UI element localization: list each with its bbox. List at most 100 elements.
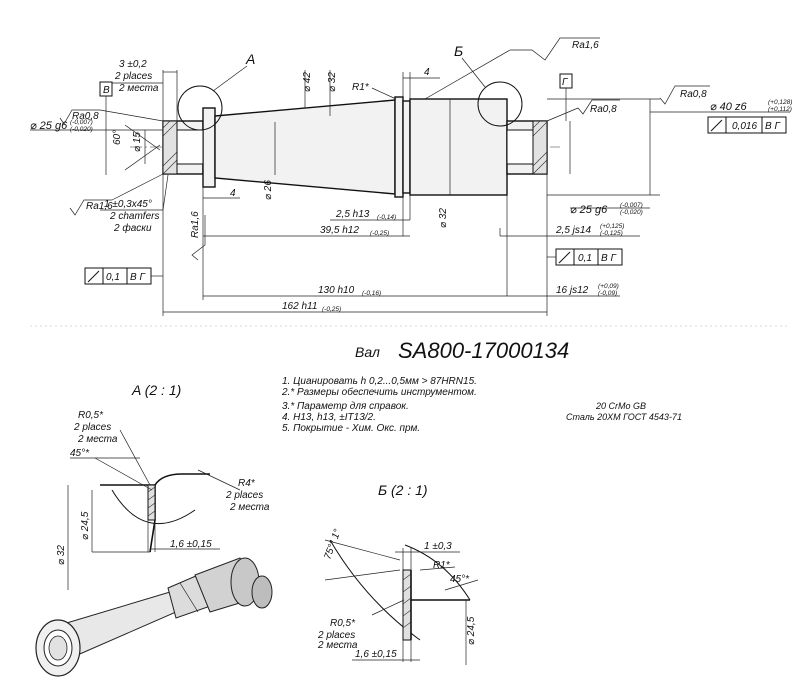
dim-d40-tol-lo: (+0,112)	[768, 106, 792, 113]
dim-d25-right: ⌀ 25 g6	[570, 204, 608, 216]
svg-text:Ra1,6: Ra1,6	[190, 211, 201, 238]
roughness-far-right: Ra0,8	[659, 85, 710, 105]
detail-a-r05-en: 2 places	[73, 422, 111, 433]
right-bore-section	[506, 120, 548, 175]
dim-r1: R1*	[352, 82, 370, 93]
detail-label-a: A	[245, 51, 255, 67]
roughness-left-bottom: Ra1,6	[69, 173, 164, 216]
dim-d42: ⌀ 42	[302, 72, 313, 92]
detail-a-r05: R0,5*	[78, 410, 104, 421]
dim-130-tol: (-0,16)	[362, 290, 381, 297]
detail-a-r4-ru: 2 места	[229, 502, 270, 513]
datum-g: Г	[562, 77, 569, 88]
datum-b-left: В	[103, 85, 110, 96]
svg-text:Ra0,8: Ra0,8	[590, 104, 617, 115]
detail-b-r05-en: 2 places	[317, 630, 355, 641]
dim-16-tol-lo: (-0,09)	[598, 290, 617, 297]
dim-d40: ⌀ 40 z6	[710, 101, 747, 113]
note-1: 1. Цианировать h 0,2...0,5мм > 87HRN15.	[282, 376, 477, 387]
dim-60: 60°	[112, 130, 123, 145]
dim-395-tol: (-0,25)	[370, 230, 389, 237]
chamfer-ru: 2 фаски	[113, 222, 152, 234]
note-2: 2.* Размеры обеспечить инструментом.	[281, 386, 477, 398]
svg-text:В Г: В Г	[601, 253, 617, 264]
isometric-shaft	[35, 557, 273, 677]
detail-a-d245: ⌀ 24,5	[80, 511, 91, 540]
runout-frame-left: 0,1 В Г	[84, 267, 163, 285]
material-line-2: Сталь 20ХМ ГОСТ 4543-71	[566, 412, 682, 422]
title-block: Вал SA800-17000134	[355, 338, 569, 363]
detail-a: A (2 : 1) R0,5* 2 places 2 места 45°* R4…	[56, 382, 270, 590]
detail-a-len: 1,6 ±0,15	[170, 539, 212, 550]
shaft-body	[162, 96, 548, 198]
dim-162-tol: (-0,25)	[322, 306, 341, 313]
dim-395: 39,5 h12	[320, 225, 359, 236]
dim-3-places-en: 2 places	[114, 71, 152, 82]
note-4: 4. H13, h13, ±IT13/2.	[282, 412, 376, 423]
detail-a-angle: 45°*	[70, 448, 90, 459]
detail-b-r1: R1*	[433, 560, 451, 571]
detail-label-b: Б	[454, 43, 463, 59]
dim-16-tol-up: (+0,09)	[598, 283, 619, 290]
note-5: 5. Покрытие - Хим. Окс. прм.	[282, 423, 420, 434]
svg-text:В Г: В Г	[130, 272, 146, 283]
part-number: SA800-17000134	[398, 338, 569, 363]
detail-b-title: Б (2 : 1)	[378, 482, 428, 498]
detail-b-len: 1,6 ±0,15	[355, 649, 397, 660]
svg-text:0,016: 0,016	[732, 121, 757, 132]
note-3: 3.* Параметр для справок.	[282, 401, 409, 412]
dim-25js14-tol-lo: (-0,125)	[600, 230, 623, 237]
roughness-left-top: Ra0,8	[59, 109, 164, 125]
detail-circle-b	[477, 81, 523, 127]
dim-4-top: 4	[424, 67, 430, 78]
dim-25js14-tol-up: (+0,125)	[600, 223, 624, 230]
dim-25h13-tol: (-0,14)	[377, 214, 396, 221]
chamfer-en: 2 chamfers	[109, 211, 159, 222]
title-prefix: Вал	[355, 344, 380, 360]
detail-a-r4-en: 2 places	[225, 490, 263, 501]
svg-text:Ra1,6: Ra1,6	[86, 201, 113, 212]
dim-d25-left-tol-up: (-0,007)	[70, 119, 93, 126]
chamfer: 1 ±0,3x45°	[104, 199, 152, 210]
dim-d25-left: ⌀ 25 g6	[30, 120, 68, 132]
detail-a-title: A (2 : 1)	[131, 382, 181, 398]
dim-d26: ⌀ 26	[263, 180, 274, 200]
dim-162: 162 h11	[282, 301, 317, 312]
dim-4-low: 4	[230, 188, 236, 199]
dim-d32-mid: ⌀ 32	[438, 208, 449, 228]
detail-b-angle-right: 45°*	[450, 574, 470, 585]
detail-b-r05-ru: 2 места	[317, 640, 358, 651]
roughness-right-mid: Ra0,8	[546, 99, 620, 122]
detail-b-r05: R0,5*	[330, 618, 356, 629]
detail-b: Б (2 : 1) 75°* 1° 1 ±0,3 R1* 45°* R0,5* …	[317, 482, 479, 665]
svg-text:В Г: В Г	[765, 121, 781, 132]
detail-a-r4: R4*	[238, 478, 256, 489]
detail-circle-a	[177, 85, 223, 131]
runout-frame-right: 0,016 В Г	[707, 116, 787, 134]
roughness-center-bottom: Ra1,6	[190, 211, 206, 261]
main-view: A Б 3 ±0,2 2 places 2 места В	[30, 37, 792, 316]
dim-d25-right-tol-lo: (-0,020)	[620, 209, 643, 216]
detail-b-dim-1: 1 ±0,3	[424, 541, 452, 552]
detail-a-r05-ru: 2 места	[77, 434, 118, 445]
svg-text:0,1: 0,1	[578, 253, 592, 264]
roughness-top-right: Ra1,6	[424, 37, 600, 100]
svg-text:0,1: 0,1	[106, 272, 120, 283]
dim-25h13: 2,5 h13	[335, 209, 370, 220]
dim-25js14: 2,5 js14	[555, 225, 591, 236]
dim-3: 3 ±0,2	[119, 59, 147, 70]
dim-d25-right-tol-up: (-0,007)	[620, 202, 643, 209]
material-line-1: 20 CrMo GB	[595, 401, 646, 411]
detail-b-d245: ⌀ 24,5	[466, 616, 477, 645]
runout-frame-mid: 0,1 В Г	[547, 248, 623, 266]
dim-130: 130 h10	[318, 285, 355, 296]
material-block: 20 CrMo GB Сталь 20ХМ ГОСТ 4543-71	[566, 401, 682, 422]
dim-d25-left-tol-lo: (-0,020)	[70, 126, 93, 133]
dim-16: 16 js12	[556, 285, 589, 296]
svg-text:Ra0,8: Ra0,8	[72, 111, 99, 122]
dim-d32-top: ⌀ 32	[327, 72, 338, 92]
svg-text:Ra1,6: Ra1,6	[572, 40, 599, 51]
dim-3-places-ru: 2 места	[118, 83, 159, 94]
notes-block: 1. Цианировать h 0,2...0,5мм > 87HRN15. …	[281, 376, 477, 434]
